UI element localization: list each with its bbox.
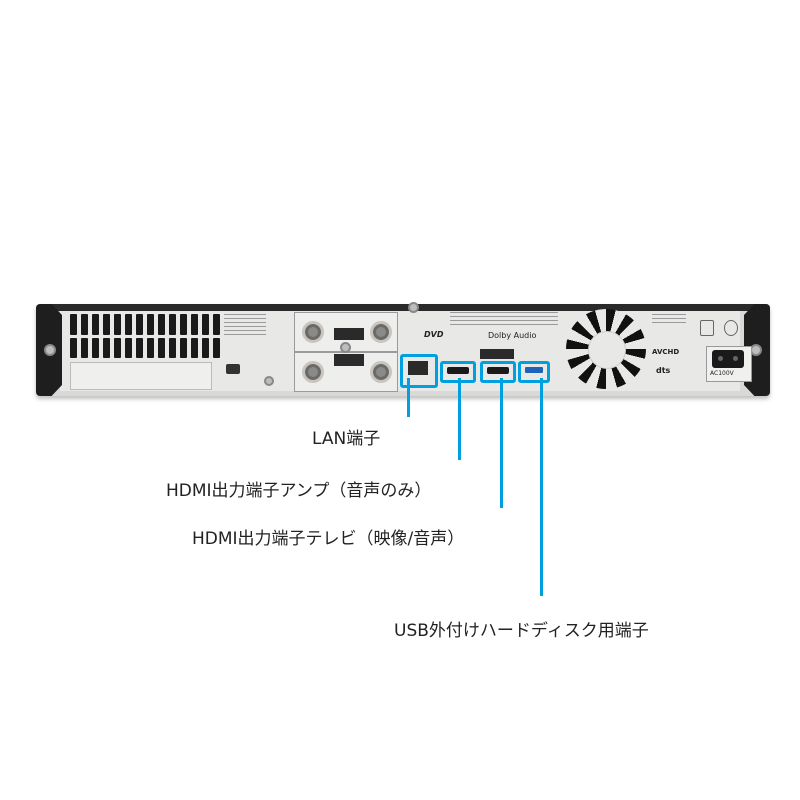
fan-hub bbox=[588, 331, 626, 369]
leader-line-hdmi-tv bbox=[500, 378, 503, 508]
callout-hdmi-tv: HDMI出力端子テレビ（映像/音声） bbox=[192, 529, 465, 549]
recorder-rear-panel: DVD Dolby Audio AVCHD dts AC100V bbox=[36, 302, 770, 396]
callout-hdmi-amp: HDMI出力端子アンプ（音声のみ） bbox=[166, 481, 432, 501]
hdmi-tv-port bbox=[487, 367, 509, 374]
screw-icon bbox=[264, 376, 274, 386]
socket-pin bbox=[733, 356, 738, 361]
lan-port-highlight bbox=[400, 354, 438, 388]
dvd-logo: DVD bbox=[424, 330, 444, 339]
warning-text bbox=[224, 314, 266, 338]
bd-region-icon bbox=[724, 320, 738, 336]
coax-connector-icon bbox=[302, 361, 324, 383]
dvd-region-icon bbox=[700, 320, 714, 336]
ac-rating-text: AC100V bbox=[710, 370, 734, 377]
rating-label bbox=[70, 362, 212, 390]
terrestrial-label bbox=[334, 328, 364, 340]
spec-text bbox=[652, 314, 686, 324]
screw-icon bbox=[340, 342, 351, 353]
leader-line-usb bbox=[540, 378, 543, 596]
dts-logo: dts bbox=[656, 366, 671, 375]
coax-connector-icon bbox=[302, 321, 324, 343]
notice-text bbox=[450, 312, 558, 328]
hdmi-tv-port-highlight bbox=[480, 361, 516, 383]
usb-port-highlight bbox=[518, 361, 550, 383]
bs-label bbox=[334, 354, 364, 366]
wifi-logo-icon bbox=[226, 364, 240, 374]
leader-line-hdmi-amp bbox=[458, 378, 461, 460]
screw-icon bbox=[44, 344, 56, 356]
avchd-logo: AVCHD bbox=[652, 348, 680, 356]
top-edge bbox=[50, 304, 756, 311]
socket-pin bbox=[718, 356, 723, 361]
power-socket-icon bbox=[712, 350, 744, 368]
hdmi-tv-label bbox=[480, 349, 514, 359]
leader-line-lan bbox=[407, 378, 410, 417]
dolby-audio-logo: Dolby Audio bbox=[488, 331, 537, 340]
callout-lan: LAN端子 bbox=[312, 429, 381, 449]
hdmi-amp-port bbox=[447, 367, 469, 374]
lan-port bbox=[408, 361, 428, 375]
screw-icon bbox=[408, 302, 419, 313]
coax-connector-icon bbox=[370, 321, 392, 343]
usb-port bbox=[525, 367, 543, 373]
coax-connector-icon bbox=[370, 361, 392, 383]
callout-usb-hdd: USB外付けハードディスク用端子 bbox=[394, 621, 649, 641]
ventilation-slots bbox=[70, 314, 220, 358]
